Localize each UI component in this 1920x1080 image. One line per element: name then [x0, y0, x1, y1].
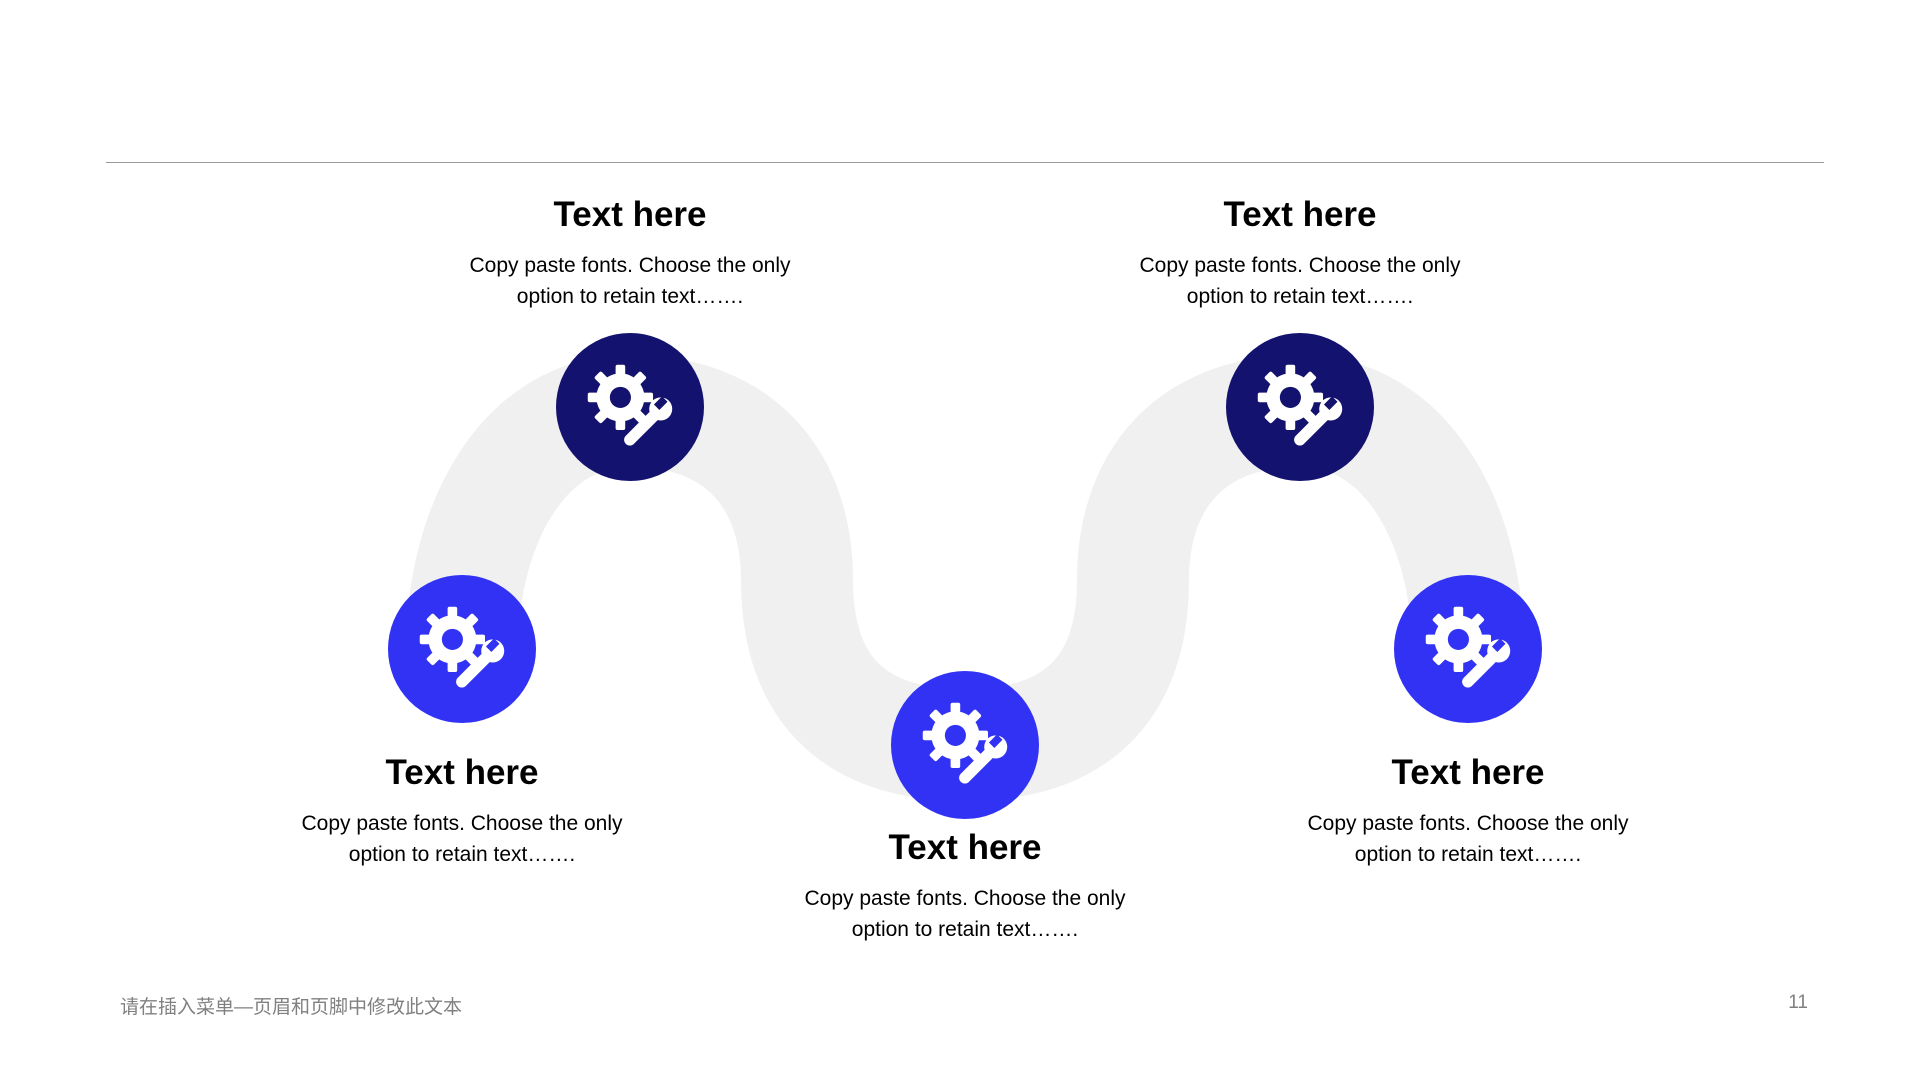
- step-description-line: Copy paste fonts. Choose the only: [301, 812, 623, 835]
- step-5-text: Text here Copy paste fonts. Choose the o…: [1268, 752, 1668, 870]
- step-2-text: Text here Copy paste fonts. Choose the o…: [430, 194, 830, 312]
- step-4-node: [1226, 333, 1374, 481]
- step-title: Text here: [1391, 753, 1545, 792]
- gear-wrench-icon: [1257, 364, 1343, 446]
- step-description-line: option to retain text…….: [1354, 843, 1582, 866]
- step-description-line: option to retain text…….: [348, 843, 576, 866]
- step-2-node: [556, 333, 704, 481]
- step-1-node: [388, 575, 536, 723]
- gear-wrench-icon: [587, 364, 673, 446]
- step-description: Copy paste fonts. Choose the only option…: [262, 808, 662, 870]
- step-description-line: option to retain text…….: [516, 285, 744, 308]
- gear-wrench-icon: [419, 606, 505, 688]
- step-description-line: Copy paste fonts. Choose the only: [804, 887, 1126, 910]
- step-3-node: [891, 671, 1039, 819]
- gear-wrench-icon: [922, 702, 1008, 784]
- step-title: Text here: [888, 828, 1042, 867]
- step-description: Copy paste fonts. Choose the only option…: [1100, 250, 1500, 312]
- footer-text: 请在插入菜单—页眉和页脚中修改此文本: [120, 997, 463, 1018]
- step-title: Text here: [385, 753, 539, 792]
- step-description: Copy paste fonts. Choose the only option…: [430, 250, 830, 312]
- step-title: Text here: [1223, 195, 1377, 234]
- step-description-line: option to retain text…….: [851, 918, 1079, 941]
- step-description-line: Copy paste fonts. Choose the only: [1139, 254, 1461, 277]
- step-description: Copy paste fonts. Choose the only option…: [765, 883, 1165, 945]
- step-description: Copy paste fonts. Choose the only option…: [1268, 808, 1668, 870]
- step-description-line: Copy paste fonts. Choose the only: [1307, 812, 1629, 835]
- step-5-node: [1394, 575, 1542, 723]
- top-divider: [106, 162, 1824, 163]
- gear-wrench-icon: [1425, 606, 1511, 688]
- step-3-text: Text here Copy paste fonts. Choose the o…: [765, 827, 1165, 945]
- step-title: Text here: [553, 195, 707, 234]
- page-number: 11: [1788, 992, 1808, 1013]
- step-description-line: option to retain text…….: [1186, 285, 1414, 308]
- step-4-text: Text here Copy paste fonts. Choose the o…: [1100, 194, 1500, 312]
- step-description-line: Copy paste fonts. Choose the only: [469, 254, 791, 277]
- step-1-text: Text here Copy paste fonts. Choose the o…: [262, 752, 662, 870]
